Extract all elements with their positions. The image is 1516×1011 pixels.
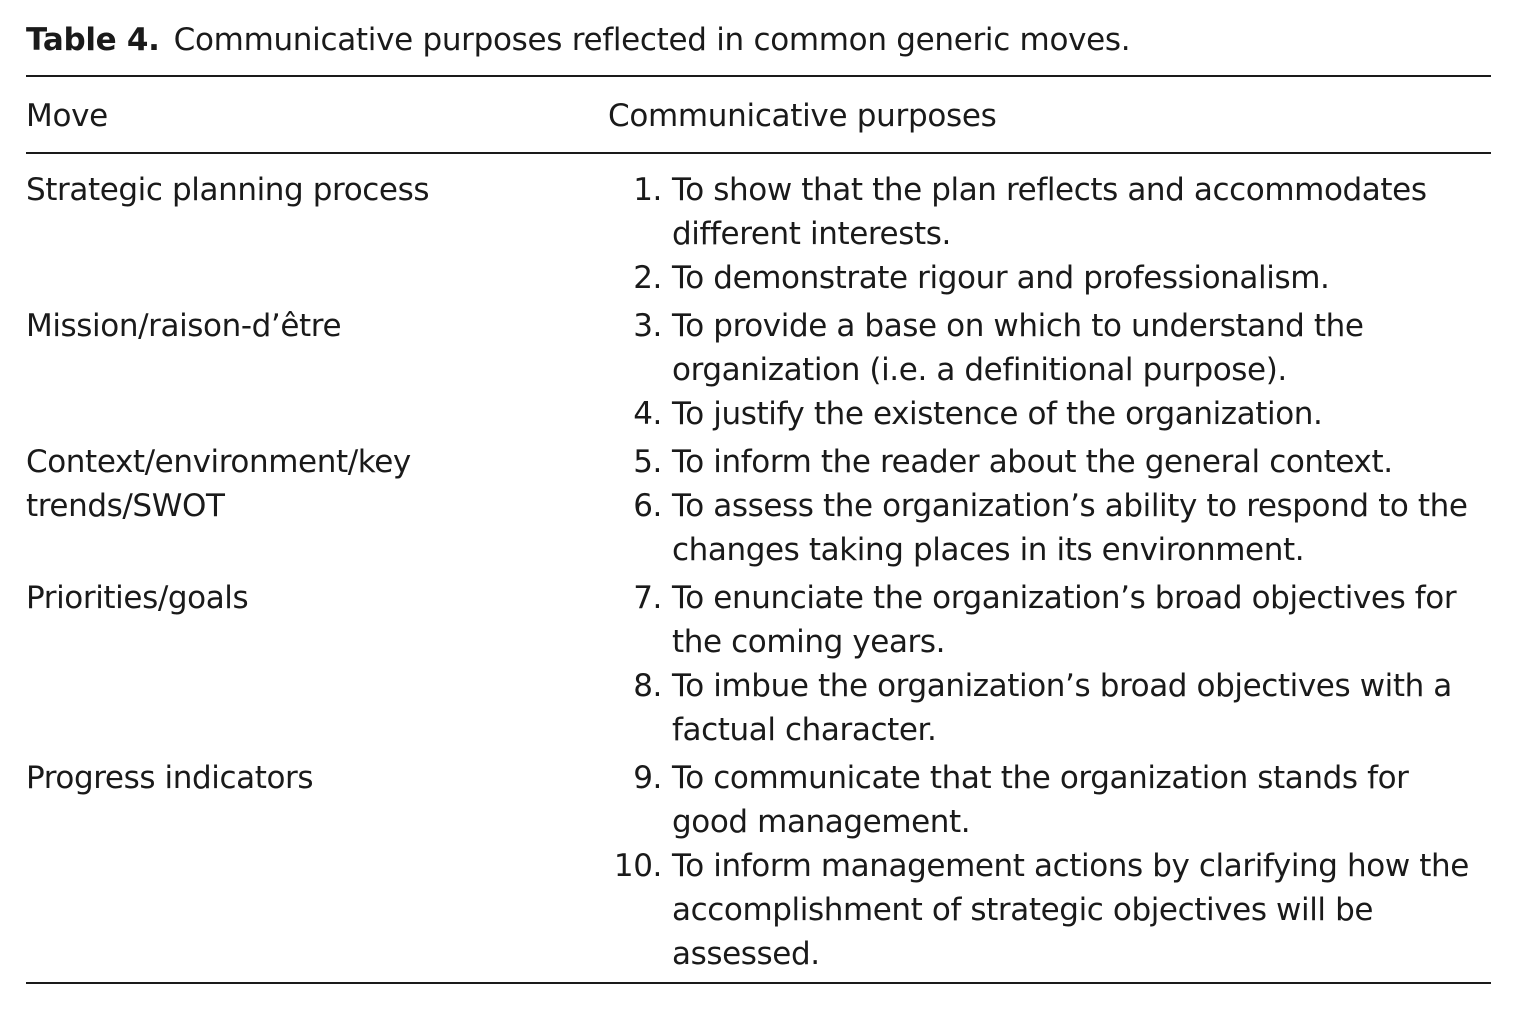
purpose-item: 1. To show that the plan reflects and ac…	[608, 168, 1491, 256]
table-body: Strategic planning process 1. To show th…	[26, 168, 1491, 980]
table-caption-label: Table 4.	[26, 22, 160, 58]
purposes-list: 7. To enunciate the organization’s broad…	[608, 576, 1491, 752]
bottom-rule	[26, 982, 1491, 984]
purpose-text: To imbue the organization’s broad object…	[672, 668, 1452, 748]
purposes-list: 9. To communicate that the organization …	[608, 756, 1491, 976]
purposes-list: 1. To show that the plan reflects and ac…	[608, 168, 1491, 300]
table-row: Strategic planning process 1. To show th…	[26, 168, 1491, 300]
table-row: Progress indicators 9. To communicate th…	[26, 756, 1491, 976]
purpose-item: 5. To inform the reader about the genera…	[608, 440, 1491, 484]
purpose-number: 4.	[633, 396, 662, 432]
purposes-list: 3. To provide a base on which to underst…	[608, 304, 1491, 436]
purpose-text: To communicate that the organization sta…	[672, 760, 1409, 840]
move-cell: Priorities/goals	[26, 580, 249, 616]
purpose-number: 8.	[633, 668, 662, 704]
purpose-text: To inform management actions by clarifyi…	[672, 848, 1469, 972]
purpose-text: To show that the plan reflects and accom…	[672, 172, 1427, 252]
purpose-item: 4. To justify the existence of the organ…	[608, 392, 1491, 436]
purpose-item: 8. To imbue the organization’s broad obj…	[608, 664, 1491, 752]
table-caption-title: Communicative purposes reflected in comm…	[173, 22, 1131, 58]
table-row: Mission/raison-d’être 3. To provide a ba…	[26, 304, 1491, 436]
purpose-text: To assess the organization’s ability to …	[672, 488, 1468, 568]
purpose-item: 6. To assess the organization’s ability …	[608, 484, 1491, 572]
purpose-number: 10.	[613, 848, 663, 884]
purpose-text: To justify the existence of the organiza…	[672, 396, 1323, 432]
purpose-number: 9.	[633, 760, 662, 796]
purpose-text: To inform the reader about the general c…	[672, 444, 1393, 480]
move-cell: Strategic planning process	[26, 172, 430, 208]
header-communicative-purposes: Communicative purposes	[608, 98, 997, 134]
purpose-item: 3. To provide a base on which to underst…	[608, 304, 1491, 392]
purposes-list: 5. To inform the reader about the genera…	[608, 440, 1491, 572]
table-caption: Table 4. Communicative purposes reflected…	[26, 20, 1131, 60]
header-rule	[26, 152, 1491, 154]
purpose-text: To enunciate the organization’s broad ob…	[672, 580, 1457, 660]
table-row: Context/environment/key trends/SWOT 5. T…	[26, 440, 1491, 572]
top-rule	[26, 75, 1491, 77]
move-cell: Context/environment/key trends/SWOT	[26, 444, 411, 524]
purpose-number: 1.	[633, 172, 662, 208]
purpose-item: 7. To enunciate the organization’s broad…	[608, 576, 1491, 664]
purpose-number: 5.	[633, 444, 662, 480]
purpose-number: 7.	[633, 580, 662, 616]
move-cell: Progress indicators	[26, 760, 314, 796]
header-move: Move	[26, 98, 108, 134]
purpose-item: 10. To inform management actions by clar…	[608, 844, 1491, 976]
purpose-text: To demonstrate rigour and professionalis…	[672, 260, 1330, 296]
move-cell: Mission/raison-d’être	[26, 308, 342, 344]
table-row: Priorities/goals 7. To enunciate the org…	[26, 576, 1491, 752]
purpose-number: 3.	[633, 308, 662, 344]
purpose-text: To provide a base on which to understand…	[672, 308, 1364, 388]
purpose-number: 6.	[633, 488, 662, 524]
purpose-item: 9. To communicate that the organization …	[608, 756, 1491, 844]
purpose-number: 2.	[633, 260, 662, 296]
purpose-item: 2. To demonstrate rigour and professiona…	[608, 256, 1491, 300]
